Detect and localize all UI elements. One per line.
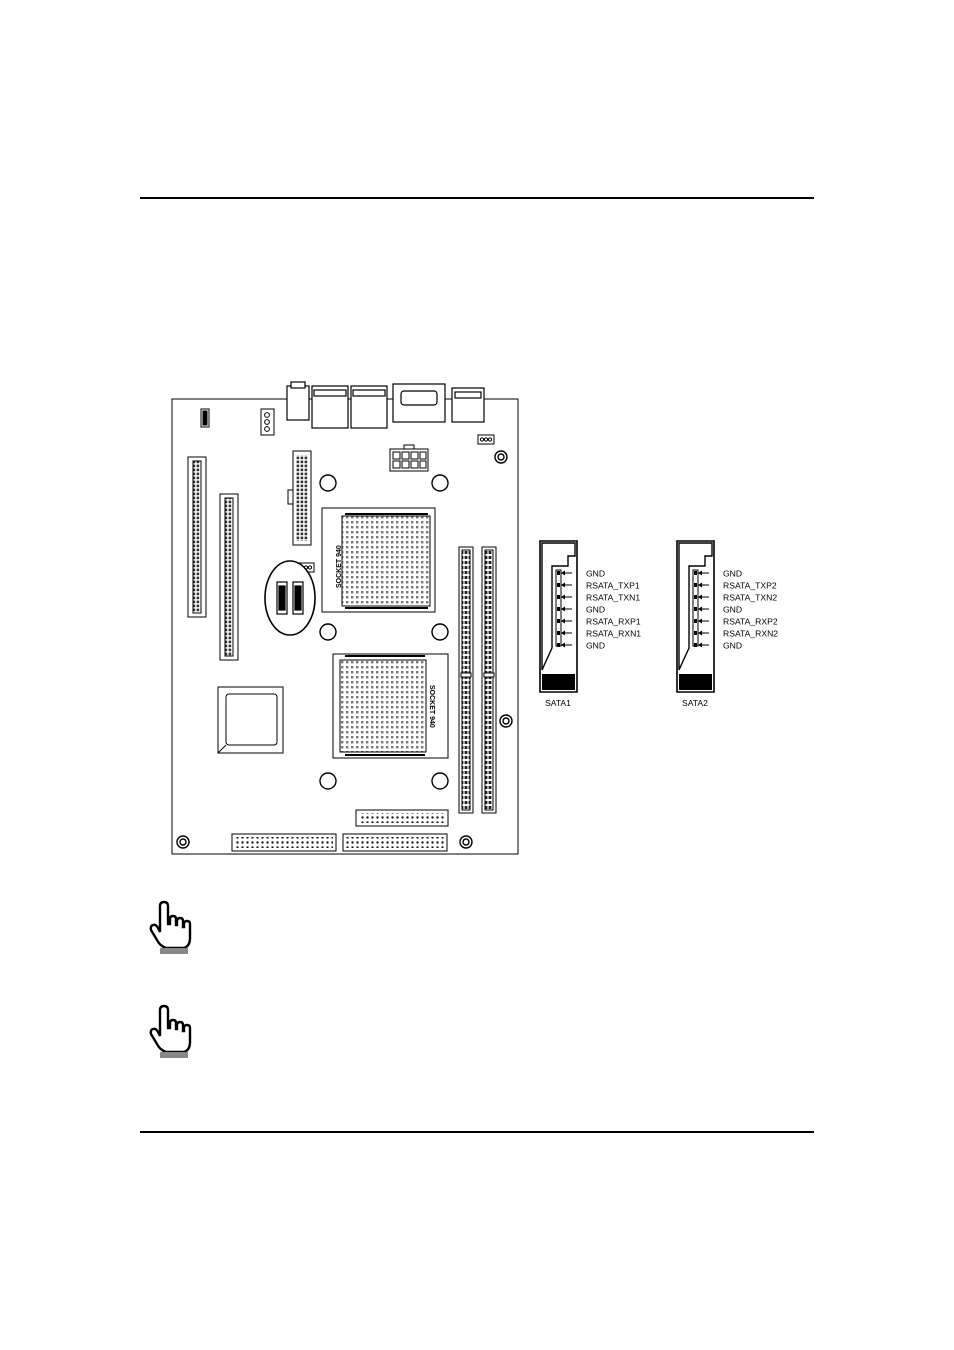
socket-label-top: SOCKET 940 bbox=[336, 545, 343, 588]
sata-pinout-details: GNDRSATA_TXP1RSATA_TXN1GNDRSATA_RXP1RSAT… bbox=[540, 541, 778, 708]
sata-connector-name: SATA1 bbox=[545, 698, 571, 708]
sata-pin-label: RSATA_TXN1 bbox=[586, 593, 640, 603]
cpu-socket-top: SOCKET 940 bbox=[322, 508, 435, 612]
sata-pin-label: RSATA_TXP1 bbox=[586, 581, 640, 591]
onboard-sata-headers bbox=[265, 561, 315, 635]
chipset bbox=[218, 687, 283, 753]
sata-connector-1: GNDRSATA_TXP1RSATA_TXN1GNDRSATA_RXP1RSAT… bbox=[540, 541, 641, 708]
sata-pin-label: RSATA_RXN1 bbox=[586, 629, 641, 639]
sata-pin-label: RSATA_RXP1 bbox=[586, 617, 641, 627]
sata-pin-label: GND bbox=[723, 569, 742, 579]
sata-connector-name: SATA2 bbox=[682, 698, 708, 708]
sata-pin-label: GND bbox=[723, 605, 742, 615]
socket-label-bottom: SOCKET 940 bbox=[428, 685, 435, 728]
sata-pin-label: GND bbox=[586, 641, 605, 651]
sata-pin-label: RSATA_TXN2 bbox=[723, 593, 777, 603]
cpu-socket-bottom: SOCKET 940 bbox=[333, 654, 448, 758]
rear-io-ports bbox=[287, 382, 484, 428]
sata-pin-label: RSATA_TXP2 bbox=[723, 581, 777, 591]
sata-pin-label: GND bbox=[586, 569, 605, 579]
footer-rule bbox=[140, 1131, 814, 1133]
sata-pin-label: GND bbox=[586, 605, 605, 615]
pointing-hand-icon bbox=[146, 900, 196, 956]
sata-pin-label: GND bbox=[723, 641, 742, 651]
pointing-hand-icon bbox=[146, 1004, 196, 1060]
sata-pin-label: RSATA_RXN2 bbox=[723, 629, 778, 639]
sata-connector-2: GNDRSATA_TXP2RSATA_TXN2GNDRSATA_RXP2RSAT… bbox=[677, 541, 778, 708]
sata-pin-label: RSATA_RXP2 bbox=[723, 617, 778, 627]
cpu-power-connector bbox=[390, 445, 428, 471]
